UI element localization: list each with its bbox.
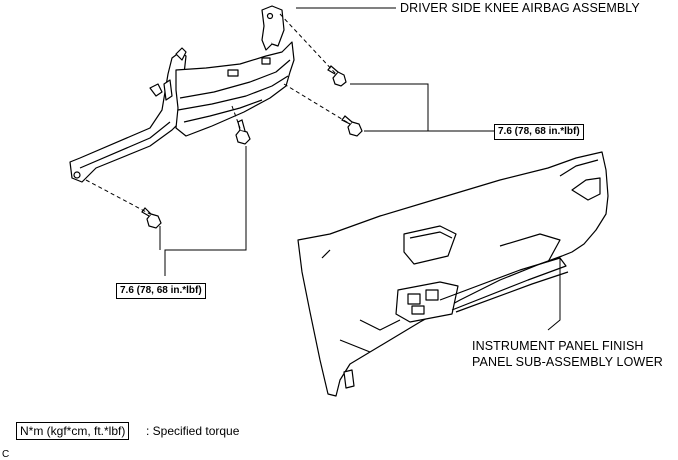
figure-code: C [2,449,10,460]
bolt-airbag-lower [235,119,251,145]
torque-spec-lower: 7.6 (78, 68 in.*lbf) [116,283,206,299]
bolt-upper [327,65,347,87]
leader-lines [159,7,561,331]
torque-spec-upper: 7.6 (78, 68 in.*lbf) [494,124,584,140]
label-finish-panel-line1: INSTRUMENT PANEL FINISH [472,339,644,353]
finish-panel-lower [297,151,609,397]
bolt-middle [341,115,363,137]
knee-airbag-assembly [69,5,295,183]
bolt-bracket [141,207,162,229]
legend-description: : Specified torque [146,424,240,438]
alignment-lines [85,13,351,215]
legend-unit-box: N*m (kgf*cm, ft.*lbf) [16,422,130,440]
label-driver-side-knee-airbag-assembly: DRIVER SIDE KNEE AIRBAG ASSEMBLY [400,1,640,15]
label-finish-panel-line2: PANEL SUB-ASSEMBLY LOWER [472,355,663,369]
